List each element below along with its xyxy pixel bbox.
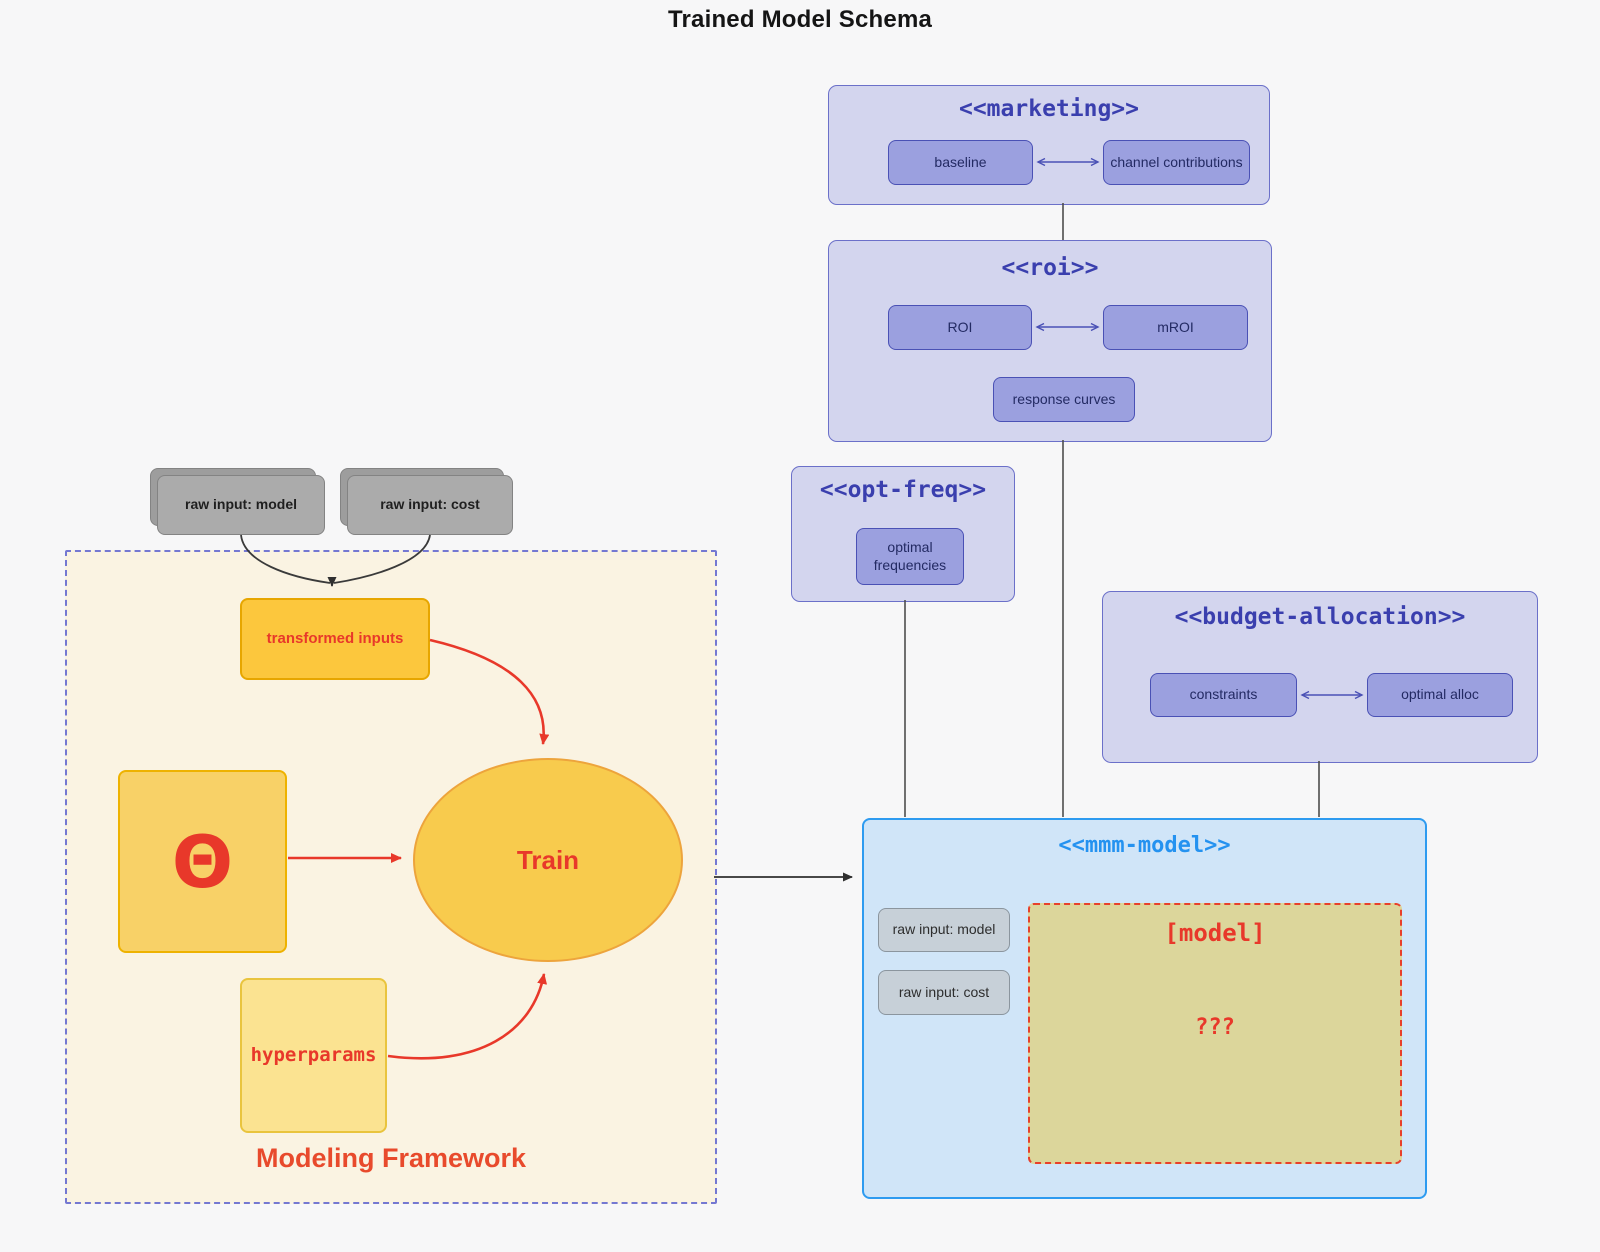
modeling-framework-label: Modeling Framework	[255, 1143, 527, 1173]
model-placeholder-label: [model]	[1164, 919, 1266, 947]
roi-node: ROI	[881, 298, 1032, 350]
mmm-model-title: <<mmm-model>>	[1058, 833, 1231, 858]
mmm-raw-input-model-node: raw input: model	[871, 901, 1010, 952]
mroi-node: mROI	[1096, 298, 1248, 350]
theta-glyph: Θ	[171, 819, 234, 904]
hyperparams-node: hyperparams	[234, 972, 387, 1133]
mmm-raw-input-cost-node: raw input: cost	[871, 963, 1010, 1015]
marketing-title: <<marketing>>	[958, 96, 1139, 122]
channel-contributions-node: channel contributions	[1096, 133, 1250, 185]
model-placeholder-box: [model] ???	[1028, 903, 1402, 1164]
constraints-node: constraints	[1143, 666, 1297, 717]
transformed-inputs-node: transformed inputs	[234, 592, 430, 680]
train-ellipse: Train	[413, 758, 683, 962]
optimal-frequencies-node: optimal frequencies	[849, 521, 964, 585]
baseline-node: baseline	[881, 133, 1033, 185]
response-curves-node: response curves	[986, 370, 1135, 422]
model-unknown-label: ???	[1195, 1015, 1235, 1040]
raw-input-model-node: raw input: model	[150, 468, 325, 535]
raw-input-cost-node: raw input: cost	[340, 468, 513, 535]
theta-node: Θ	[112, 764, 287, 953]
budget-allocation-title: <<budget-allocation>>	[1174, 604, 1466, 630]
opt-freq-title: <<opt-freq>>	[819, 477, 987, 503]
roi-title: <<roi>>	[1001, 255, 1099, 281]
optimal-alloc-node: optimal alloc	[1360, 666, 1513, 717]
page-title: Trained Model Schema	[667, 6, 933, 33]
